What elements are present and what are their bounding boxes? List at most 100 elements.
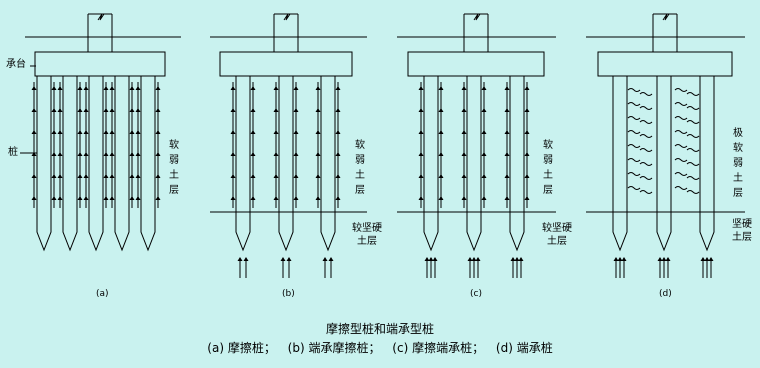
panel-c-friction-arrow (481, 108, 487, 112)
panel-b-friction-arrow (230, 196, 236, 200)
panel-d-bearing-arrow (700, 257, 706, 261)
panel-c-pile (423, 76, 439, 252)
panel-d-bearing-arrow (617, 257, 623, 261)
panel-d-soft-soil-wave (686, 162, 700, 166)
panel-d-soft-soil-wave (639, 162, 653, 166)
panel-c-friction-arrow (461, 108, 467, 112)
panel-b-pile (278, 76, 294, 252)
panel-d-soft-soil-wave (627, 172, 641, 176)
panel-b-friction-arrow (273, 196, 279, 200)
panel-d-soft-soil-wave (686, 92, 700, 96)
panel-d-soft-soil-wave (686, 134, 700, 138)
panel-c-friction-arrow (438, 108, 444, 112)
panel-c-friction-arrow (524, 108, 530, 112)
panel-c-bearing-arrow (518, 257, 524, 261)
panel-a-friction-arrow (135, 130, 141, 134)
panel-c-friction-arrow (461, 86, 467, 90)
panel-d-soft-soil-wave (674, 116, 688, 120)
panel-c-break-mark (473, 13, 481, 21)
panel-b-friction-arrow (315, 86, 321, 90)
panel-a-friction-arrow (77, 86, 83, 90)
panel-d-pile-cap (597, 51, 733, 77)
panel-c-friction-arrow (481, 86, 487, 90)
panel-a-friction-arrow (51, 174, 57, 178)
panel-c-friction-arrow (504, 152, 510, 156)
panel-b-pile (320, 76, 336, 252)
panel-d-break-mark (662, 13, 670, 21)
panel-c-friction-arrow (418, 130, 424, 134)
panel-c-friction-arrow (524, 196, 530, 200)
panel-b-bearing-arrow (322, 257, 328, 261)
panel-b-friction-arrow (335, 196, 341, 200)
panel-d-tag: (d) (659, 289, 672, 299)
panel-a-friction-arrow (83, 108, 89, 112)
panel-a-pile-cap (34, 51, 166, 77)
caption-title: 摩擦型桩和端承型桩 (325, 322, 434, 336)
panel-c-friction-arrow (418, 108, 424, 112)
panel-a-friction-arrow (129, 152, 135, 156)
legend-item-c: (c) 摩擦端承桩； (392, 341, 485, 355)
panel-a-friction-arrow (57, 152, 63, 156)
panel-a-friction-arrow (83, 152, 89, 156)
panel-c-bearing-arrow (424, 257, 430, 261)
panel-a-friction-arrow (83, 86, 89, 90)
panel-c-friction-arrow (524, 152, 530, 156)
panel-a-friction-arrow (109, 130, 115, 134)
legend-item-d: (d) 端承桩 (495, 341, 553, 355)
panel-b-column (273, 13, 299, 52)
panel-c-friction-arrow (481, 130, 487, 134)
panel-d-bearing-arrow (613, 257, 619, 261)
panel-d-soft-soil-wave (686, 176, 700, 180)
panel-d-soft-soil-wave (686, 190, 700, 194)
panel-c-friction-arrow (504, 196, 510, 200)
panel-c-friction-arrow (438, 196, 444, 200)
panel-b-lower-soil-label: 较坚硬 土层 (352, 223, 382, 247)
legend-item-a: (a) 摩擦桩； (207, 341, 276, 355)
pile-label: 桩 (8, 147, 18, 158)
panel-b-friction-arrow (250, 108, 256, 112)
panel-a-soil-label: 软弱土层 (169, 140, 179, 196)
panel-d-bearing-arrow (704, 257, 710, 261)
panel-a-friction-arrow (31, 86, 37, 90)
panel-c-bearing-arrow (471, 257, 477, 261)
panel-c-friction-arrow (481, 196, 487, 200)
panel-d-bearing-arrow (657, 257, 663, 261)
panel-a-friction-arrow (103, 86, 109, 90)
panel-c-friction-arrow (438, 86, 444, 90)
panel-d-soft-soil-wave (639, 106, 653, 110)
panel-b-friction-arrow (273, 174, 279, 178)
panel-a-friction-arrow (31, 196, 37, 200)
legend-item-b: (b) 端承摩擦桩； (287, 341, 381, 355)
panel-d-soft-soil-wave (674, 186, 688, 190)
panel-a-friction-arrow (51, 108, 57, 112)
panel-b-friction-arrow (230, 152, 236, 156)
panel-a-friction-arrow (103, 108, 109, 112)
panel-c-pile (509, 76, 525, 252)
panel-a-friction-arrow (57, 130, 63, 134)
panel-b-pile-cap (219, 51, 353, 77)
panel-c-friction-arrow (524, 130, 530, 134)
panel-a-pile (140, 76, 156, 252)
panel-d-soft-soil-wave (639, 134, 653, 138)
panel-a-friction-arrow (83, 196, 89, 200)
panel-d-bearing-arrow (621, 257, 627, 261)
panel-a-friction-arrow (129, 108, 135, 112)
panel-b-bearing-arrow (280, 257, 286, 261)
panel-d-soft-soil-wave (639, 176, 653, 180)
panel-b-friction-arrow (250, 196, 256, 200)
panel-d-pile (699, 76, 715, 252)
panel-b-friction-arrow (230, 86, 236, 90)
panel-a-friction-arrow (135, 196, 141, 200)
panel-a-friction-arrow (57, 108, 63, 112)
panel-b-friction-arrow (250, 86, 256, 90)
panel-d-soft-soil-wave (639, 120, 653, 124)
panel-c-tag: (c) (470, 289, 482, 299)
panel-c-soil-label: 软弱土层 (543, 140, 553, 196)
panel-b-pile (235, 76, 251, 252)
panel-a-friction-arrow (103, 130, 109, 134)
panel-c-pile (466, 76, 482, 252)
panel-c-friction-arrow (438, 130, 444, 134)
panel-d-soft-soil-wave (639, 92, 653, 96)
panel-b-friction-arrow (230, 130, 236, 134)
panel-d-pile (612, 76, 628, 252)
